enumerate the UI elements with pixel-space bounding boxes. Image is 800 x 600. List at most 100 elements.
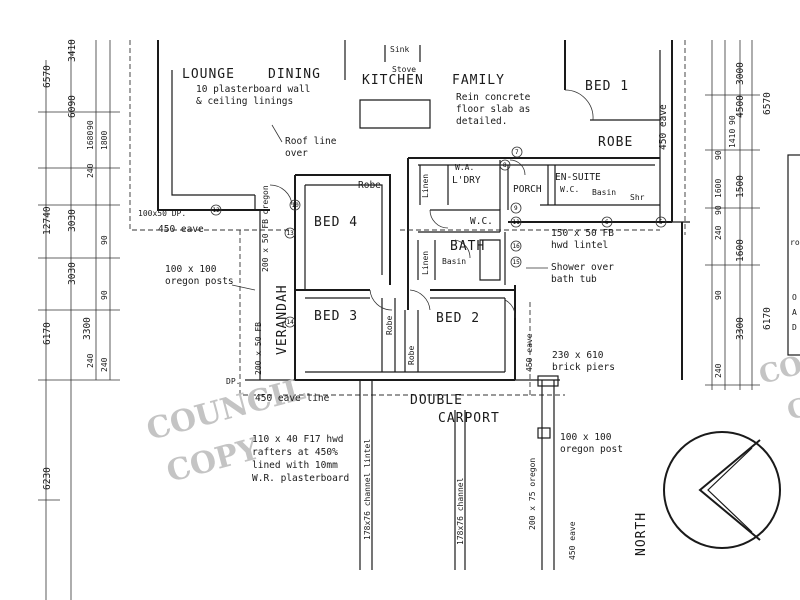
room-label-ensuite: EN-SUITE: [555, 172, 601, 183]
room-label-lounge: LOUNGE: [182, 67, 235, 82]
dim-left-s1: 1680: [86, 131, 95, 150]
tag-14: 14: [287, 319, 295, 326]
room-label-robe1: ROBE: [598, 135, 633, 150]
left-dimension-lines: [38, 40, 120, 600]
room-label-linen2: Linen: [421, 251, 430, 275]
room-label-linen1: Linen: [421, 174, 430, 198]
note-roofline-1: Roof line: [285, 136, 337, 147]
note-fb-oregon: 200 x 50 FB oregon: [261, 185, 270, 272]
right-edge-title-block: [787, 154, 800, 356]
council-stamp-right-line2: CO: [784, 387, 800, 427]
dim-left-s2: 240: [86, 163, 95, 178]
dim-right-1500: 1500: [735, 175, 746, 198]
eave-lines: [129, 40, 686, 396]
dim-right-1600: 1600: [735, 239, 746, 262]
note-shower-1: Shower over: [551, 262, 614, 273]
note-plasterboard-2: & ceiling linings: [196, 96, 293, 107]
room-label-wa: W.A.: [455, 163, 474, 172]
room-label-family: FAMILY: [452, 73, 505, 88]
dim-right-3000: 3000: [735, 62, 746, 85]
room-label-verandah: VERANDAH: [275, 284, 290, 355]
dim-right-3300: 3300: [735, 317, 746, 340]
note-rafters-4: W.R. plasterboard: [252, 473, 349, 484]
room-label-carport-2: CARPORT: [438, 411, 500, 426]
note-shower-2: bath tub: [551, 274, 597, 285]
dim-right-s1: 1410: [728, 129, 737, 148]
room-label-bed2: BED 2: [436, 311, 480, 326]
tag-5: 5: [659, 219, 663, 226]
note-slab-3: detailed.: [456, 116, 507, 127]
dim-left-s5: 240: [86, 353, 95, 368]
tag-7: 7: [515, 149, 519, 156]
dim-right-s2: 90: [714, 150, 723, 160]
dim-left-s7: 240: [100, 357, 109, 372]
tag-6: 6: [605, 219, 609, 226]
room-label-robe2: Robe: [407, 346, 416, 365]
carport-structure: [359, 375, 559, 570]
note-post-2: oregon post: [560, 444, 623, 455]
note-dp: DP.: [226, 377, 240, 386]
room-label-dining: DINING: [268, 67, 321, 82]
tag-12: 12: [213, 207, 221, 214]
note-plasterboard-1: 10 plasterboard wall: [196, 84, 310, 95]
note-oregon-posts-2: oregon posts: [165, 276, 234, 287]
tag-13: 13: [287, 230, 295, 237]
fixture-stove: Stove: [392, 65, 416, 74]
tag-8: 8: [503, 162, 507, 169]
note-rafters-1: 110 x 40 F17 hwd: [252, 434, 344, 445]
oregon-posts-leader: [231, 284, 256, 291]
note-oregon-posts-1: 100 x 100: [165, 264, 217, 275]
dim-right-s3: 90: [714, 205, 723, 215]
dim-left-3030a: 3030: [67, 209, 78, 232]
room-label-porch: PORCH: [513, 184, 542, 195]
dim-right-s0: 90: [728, 115, 737, 125]
dim-left-6570: 6570: [42, 65, 53, 88]
room-label-basin: Basin: [442, 257, 466, 266]
room-label-kitchen: KITCHEN: [362, 73, 424, 88]
edge-fragment-3: D: [792, 323, 797, 332]
note-rafters-3: lined with 10mm: [252, 460, 338, 471]
dim-left-12740: 12740: [42, 206, 53, 235]
note-roofline-2: over: [285, 148, 308, 159]
fixture-sink: Sink: [390, 45, 409, 54]
edge-fragment-2: A: [792, 308, 797, 317]
room-label-bed3: BED 3: [314, 309, 358, 324]
room-label-robe3: Robe: [385, 316, 394, 335]
dim-left-3300: 3300: [82, 317, 93, 340]
dim-left-3410: 3410: [67, 39, 78, 62]
room-label-basin-ensuite: Basin: [592, 188, 616, 197]
dim-right-s4: 1600: [714, 179, 723, 198]
tag-9: 9: [514, 205, 518, 212]
note-piers-1: 230 x 610: [552, 350, 604, 361]
tag-11: 11: [513, 219, 521, 226]
tag-10: 10: [292, 202, 300, 209]
room-label-robe4: Robe: [358, 180, 381, 191]
note-dp-100x50: 100x50 DP.: [138, 209, 186, 218]
circle-tags: 13 14 15 16 12 11 8 7 6 5 9 10: [210, 146, 667, 328]
room-label-bed1: BED 1: [585, 79, 629, 94]
council-stamp-right-line1: COU: [756, 345, 800, 391]
north-label: NORTH: [634, 512, 649, 556]
note-channel-1: 178x76 channel lintel: [363, 439, 372, 540]
room-label-shr: Shr: [630, 193, 645, 202]
room-label-bath: BATH: [450, 239, 485, 254]
note-eave-450: 450 eave: [158, 224, 204, 235]
room-label-laundry: L'DRY: [452, 175, 481, 186]
room-label-bed4: BED 4: [314, 215, 358, 230]
note-oregon-eave: 450 eave: [568, 521, 577, 560]
dim-left-s4: 90: [100, 235, 109, 245]
dim-right-4500: 4500: [735, 95, 746, 118]
note-post-1: 100 x 100: [560, 432, 612, 443]
edge-fragment-0: ro: [790, 238, 800, 247]
dim-right-6570: 6570: [762, 92, 773, 115]
room-label-carport-1: DOUBLE: [410, 393, 463, 408]
north-arrow: [663, 431, 781, 549]
dim-left-6090: 6090: [67, 95, 78, 118]
note-slab-1: Rein concrete: [456, 92, 531, 103]
note-eave-line: 450 eave line: [255, 393, 330, 404]
dim-right-s7: 240: [714, 363, 723, 378]
note-eave-vertical: 450 eave: [525, 333, 534, 372]
dim-right-6170: 6170: [762, 307, 773, 330]
note-lintel-1: 150 x 50 FB: [551, 228, 614, 239]
tag-15: 15: [513, 259, 521, 266]
